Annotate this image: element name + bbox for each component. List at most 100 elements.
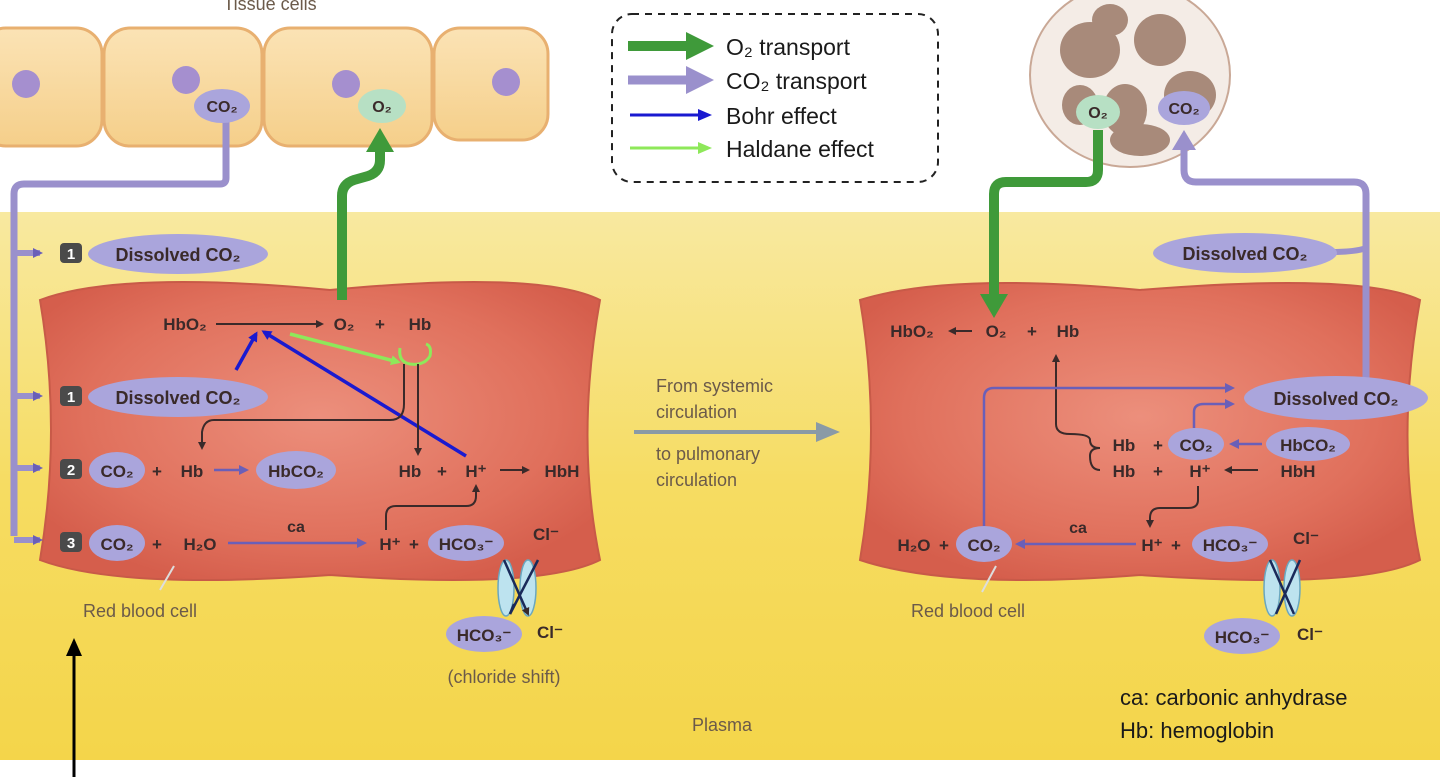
svg-text:HbO₂: HbO₂ bbox=[890, 322, 933, 341]
rbc-label-pulmonary: Red blood cell bbox=[911, 601, 1025, 621]
step1-badge-rbc bbox=[60, 386, 82, 406]
svg-text:CO₂: CO₂ bbox=[967, 536, 1000, 555]
tissue-cells bbox=[0, 26, 550, 148]
svg-text:Hb: Hb bbox=[1113, 462, 1136, 481]
svg-text:+: + bbox=[1027, 322, 1037, 341]
svg-text:CO₂: CO₂ bbox=[1179, 436, 1212, 455]
svg-text:+: + bbox=[1153, 436, 1163, 455]
hb-label-systemic: Hb bbox=[409, 315, 432, 334]
svg-text:Dissolved CO₂: Dissolved CO₂ bbox=[1182, 244, 1307, 264]
co2-bubble-step3 bbox=[89, 525, 145, 561]
o2-transport-line-pulmonary bbox=[989, 130, 1103, 296]
svg-text:H₂O: H₂O bbox=[183, 535, 216, 554]
cl-label-rbc: Cl⁻ bbox=[533, 525, 559, 544]
from-systemic-label: From systemic bbox=[656, 376, 773, 396]
svg-text:+: + bbox=[1153, 462, 1163, 481]
svg-text:H⁺: H⁺ bbox=[1141, 536, 1162, 555]
hplus-label-row3: H⁺ bbox=[379, 535, 400, 554]
svg-text:+: + bbox=[152, 535, 162, 554]
rbc-pulmonary bbox=[858, 281, 1422, 581]
svg-text:CO₂: CO₂ bbox=[100, 462, 133, 481]
alveolus-icon bbox=[1029, 0, 1231, 168]
o2-transport-line bbox=[337, 150, 385, 300]
svg-text:+: + bbox=[152, 462, 162, 481]
svg-text:CO₂: CO₂ bbox=[1168, 101, 1199, 118]
svg-text:+: + bbox=[437, 462, 447, 481]
hplus-label-row2: H⁺ bbox=[465, 462, 486, 481]
alveolus-co2-bubble bbox=[1158, 91, 1210, 125]
from-systemic-label-2: circulation bbox=[656, 402, 737, 422]
svg-text:HCO₃⁻: HCO₃⁻ bbox=[439, 535, 494, 554]
hbh-label: HbH bbox=[545, 462, 580, 481]
svg-text:Cl⁻: Cl⁻ bbox=[1293, 529, 1319, 548]
dissolved-co2-top-bubble bbox=[88, 234, 268, 274]
note-hb: Hb: hemoglobin bbox=[1120, 718, 1274, 743]
to-pulmonary-label: to pulmonary bbox=[656, 444, 760, 464]
tissue-o2-label: O₂ bbox=[372, 99, 392, 116]
svg-text:2: 2 bbox=[67, 462, 75, 479]
chloride-channel-icon-pulmonary bbox=[1263, 559, 1302, 617]
dissolved-co2-rbc-pulmonary bbox=[1244, 376, 1428, 420]
haldane-arrow bbox=[289, 332, 401, 366]
svg-text:ca: ca bbox=[1069, 520, 1087, 537]
svg-text:Hb: Hb bbox=[399, 462, 422, 481]
svg-text:CO₂: CO₂ bbox=[100, 535, 133, 554]
tissue-cells-title: Tissue cells bbox=[223, 0, 316, 14]
svg-text:O₂: O₂ bbox=[1088, 105, 1108, 122]
hco3-bubble-rbc bbox=[428, 525, 504, 561]
svg-text:1: 1 bbox=[67, 246, 75, 263]
dissolved-co2-top-pulmonary bbox=[1153, 233, 1337, 273]
to-pulmonary-label-2: circulation bbox=[656, 470, 737, 490]
alveolus-o2-bubble bbox=[1076, 95, 1120, 129]
co2-bubble-pulmonary-row1 bbox=[1168, 428, 1224, 460]
legend-o2-label: O₂ transport bbox=[726, 34, 851, 60]
dissolved-co2-rbc-bubble bbox=[88, 377, 268, 417]
nucleus-icon bbox=[12, 70, 40, 98]
svg-text:+: + bbox=[1171, 536, 1181, 555]
rbc-label-systemic: Red blood cell bbox=[83, 601, 197, 621]
legend-haldane-label: Haldane effect bbox=[726, 136, 875, 162]
bohr-arrow-1 bbox=[234, 331, 258, 371]
o2-legend-arrow-icon bbox=[686, 32, 714, 60]
legend bbox=[611, 13, 939, 183]
svg-text:+: + bbox=[409, 535, 419, 554]
svg-text:+: + bbox=[939, 536, 949, 555]
svg-text:3: 3 bbox=[67, 535, 75, 552]
step2-badge bbox=[60, 459, 82, 479]
svg-text:H⁺: H⁺ bbox=[1189, 462, 1210, 481]
hbco2-label: HbCO₂ bbox=[268, 462, 324, 481]
legend-bohr-label: Bohr effect bbox=[726, 103, 837, 129]
co2-transport-line bbox=[10, 112, 230, 536]
svg-text:HbCO₂: HbCO₂ bbox=[1280, 436, 1336, 455]
nucleus-icon bbox=[332, 70, 360, 98]
chloride-channel-icon bbox=[497, 559, 540, 617]
legend-co2-label: CO₂ transport bbox=[726, 68, 867, 94]
svg-text:Dissolved CO₂: Dissolved CO₂ bbox=[1273, 389, 1398, 409]
dissolved-co2-top-label: Dissolved CO₂ bbox=[115, 245, 240, 265]
step3-badge bbox=[60, 532, 82, 552]
hco3-bubble-pulmonary bbox=[1192, 526, 1268, 562]
svg-text:Hb: Hb bbox=[1113, 436, 1136, 455]
svg-text:Cl⁻: Cl⁻ bbox=[1297, 625, 1323, 644]
o2-label-systemic: O₂ bbox=[334, 315, 355, 334]
co2-bubble-pulmonary-row3 bbox=[956, 526, 1012, 562]
svg-text:HCO₃⁻: HCO₃⁻ bbox=[457, 626, 512, 645]
step1-badge-top bbox=[60, 243, 82, 263]
hbco2-bubble-pulmonary bbox=[1266, 427, 1350, 461]
dissolved-co2-rbc-label: Dissolved CO₂ bbox=[115, 388, 240, 408]
hco3-bubble-plasma-pulmonary bbox=[1204, 618, 1280, 654]
hbo2-label: HbO₂ bbox=[163, 315, 206, 334]
nucleus-icon bbox=[172, 66, 200, 94]
co2-transport-line-pulmonary bbox=[1180, 146, 1370, 380]
svg-text:O₂: O₂ bbox=[986, 322, 1007, 341]
hco3-bubble-plasma bbox=[446, 616, 522, 652]
tissue-o2-bubble bbox=[358, 89, 406, 123]
svg-text:HCO₃⁻: HCO₃⁻ bbox=[1215, 628, 1270, 647]
svg-text:HCO₃⁻: HCO₃⁻ bbox=[1203, 536, 1258, 555]
ca-label: ca bbox=[287, 519, 305, 536]
co2-legend-arrow-icon bbox=[686, 66, 714, 94]
note-ca: ca: carbonic anhydrase bbox=[1120, 685, 1347, 710]
hbco2-bubble bbox=[256, 451, 336, 489]
bohr-arrow-2 bbox=[261, 330, 467, 458]
